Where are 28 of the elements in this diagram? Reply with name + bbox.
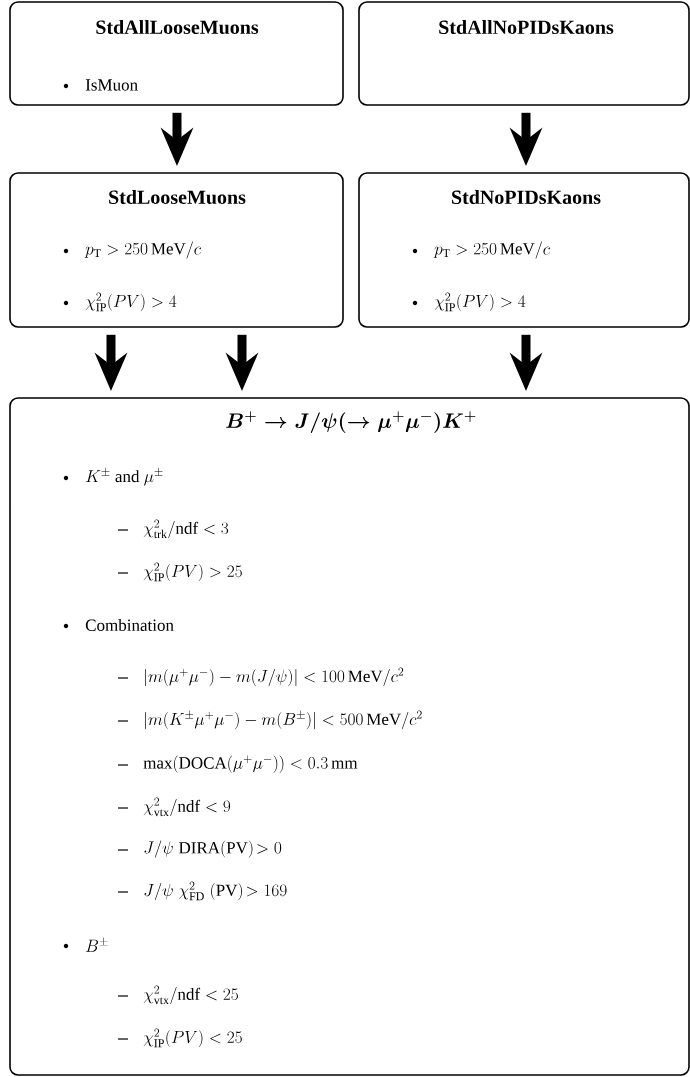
- selection-box: [358, 172, 690, 328]
- criterion-item: $J/\psi\;\mathrm{DIRA(PV)}\!> 0$: [144, 840, 282, 858]
- criterion-item: IsMuon: [85, 79, 138, 91]
- criterion-item: $p_{\mathrm{T}} > 250\,\mathrm{MeV}/c$: [84, 241, 201, 259]
- criterion-item: $|m(K^{\pm}\mu^{+}\mu^{-}) - m(B^{\pm})| < 500\,\mathrm{MeV}/c^{2}$: [145, 710, 422, 730]
- criterion-item: $\max(\mathrm{DOCA}(\mu^{+}\mu^{-})) < 0.3\,\mathrm{mm}$: [143, 755, 358, 773]
- criterion-item: $\chi^2_{\mathrm{IP}}(PV) > 25$: [143, 562, 242, 582]
- criterion-item: $J/\psi\;\chi^2_{\mathrm{FD}}\;\mathrm{(PV)}\!> 169$: [144, 881, 287, 901]
- criterion-item: $\chi^2_{\mathrm{trk}}/\mathrm{ndf} < 3$: [143, 519, 229, 539]
- box-title: StdNoPIDsKaons: [452, 189, 601, 205]
- criterion-item: $\chi^2_{\mathrm{IP}}(PV) < 25$: [143, 1028, 242, 1048]
- criterion-item: $|m(\mu^{+}\mu^{-}) - m(J/\psi)| < 100\,\mathrm{MeV}/c^{2}$: [145, 667, 404, 687]
- box-title: StdAllNoPIDsKaons: [439, 19, 614, 35]
- criterion-item: $K^{\pm}\mbox{ and }\mu^{\pm}$: [86, 467, 163, 486]
- criterion-item: $\chi^2_{\mathrm{IP}}(PV) > 4$: [85, 292, 177, 312]
- criterion-item: Combination: [85, 619, 174, 631]
- box-title: StdLooseMuons: [109, 189, 246, 205]
- criterion-item: $\chi^2_{\mathrm{vtx}}/\mathrm{ndf} < 9$: [143, 797, 231, 817]
- selection-box: [358, 1, 690, 106]
- criterion-item: $\chi^2_{\mathrm{IP}}(PV) > 4$: [434, 292, 526, 312]
- box-title: StdAllLooseMuons: [96, 19, 259, 35]
- criterion-item: $p_{\mathrm{T}} > 250\,\mathrm{MeV}/c$: [433, 241, 550, 259]
- selection-box: [9, 397, 690, 1076]
- selection-box: [9, 172, 344, 328]
- selection-box: [9, 1, 344, 106]
- criterion-item: $\chi^2_{\mathrm{vtx}}/\mathrm{ndf} < 25$: [143, 985, 238, 1005]
- box-title: $B^{+}\to J/\psi(\to\mu^{+}\mu^{-})K^{+}$: [226, 411, 476, 433]
- criterion-item: $B^{\pm}$: [86, 937, 108, 952]
